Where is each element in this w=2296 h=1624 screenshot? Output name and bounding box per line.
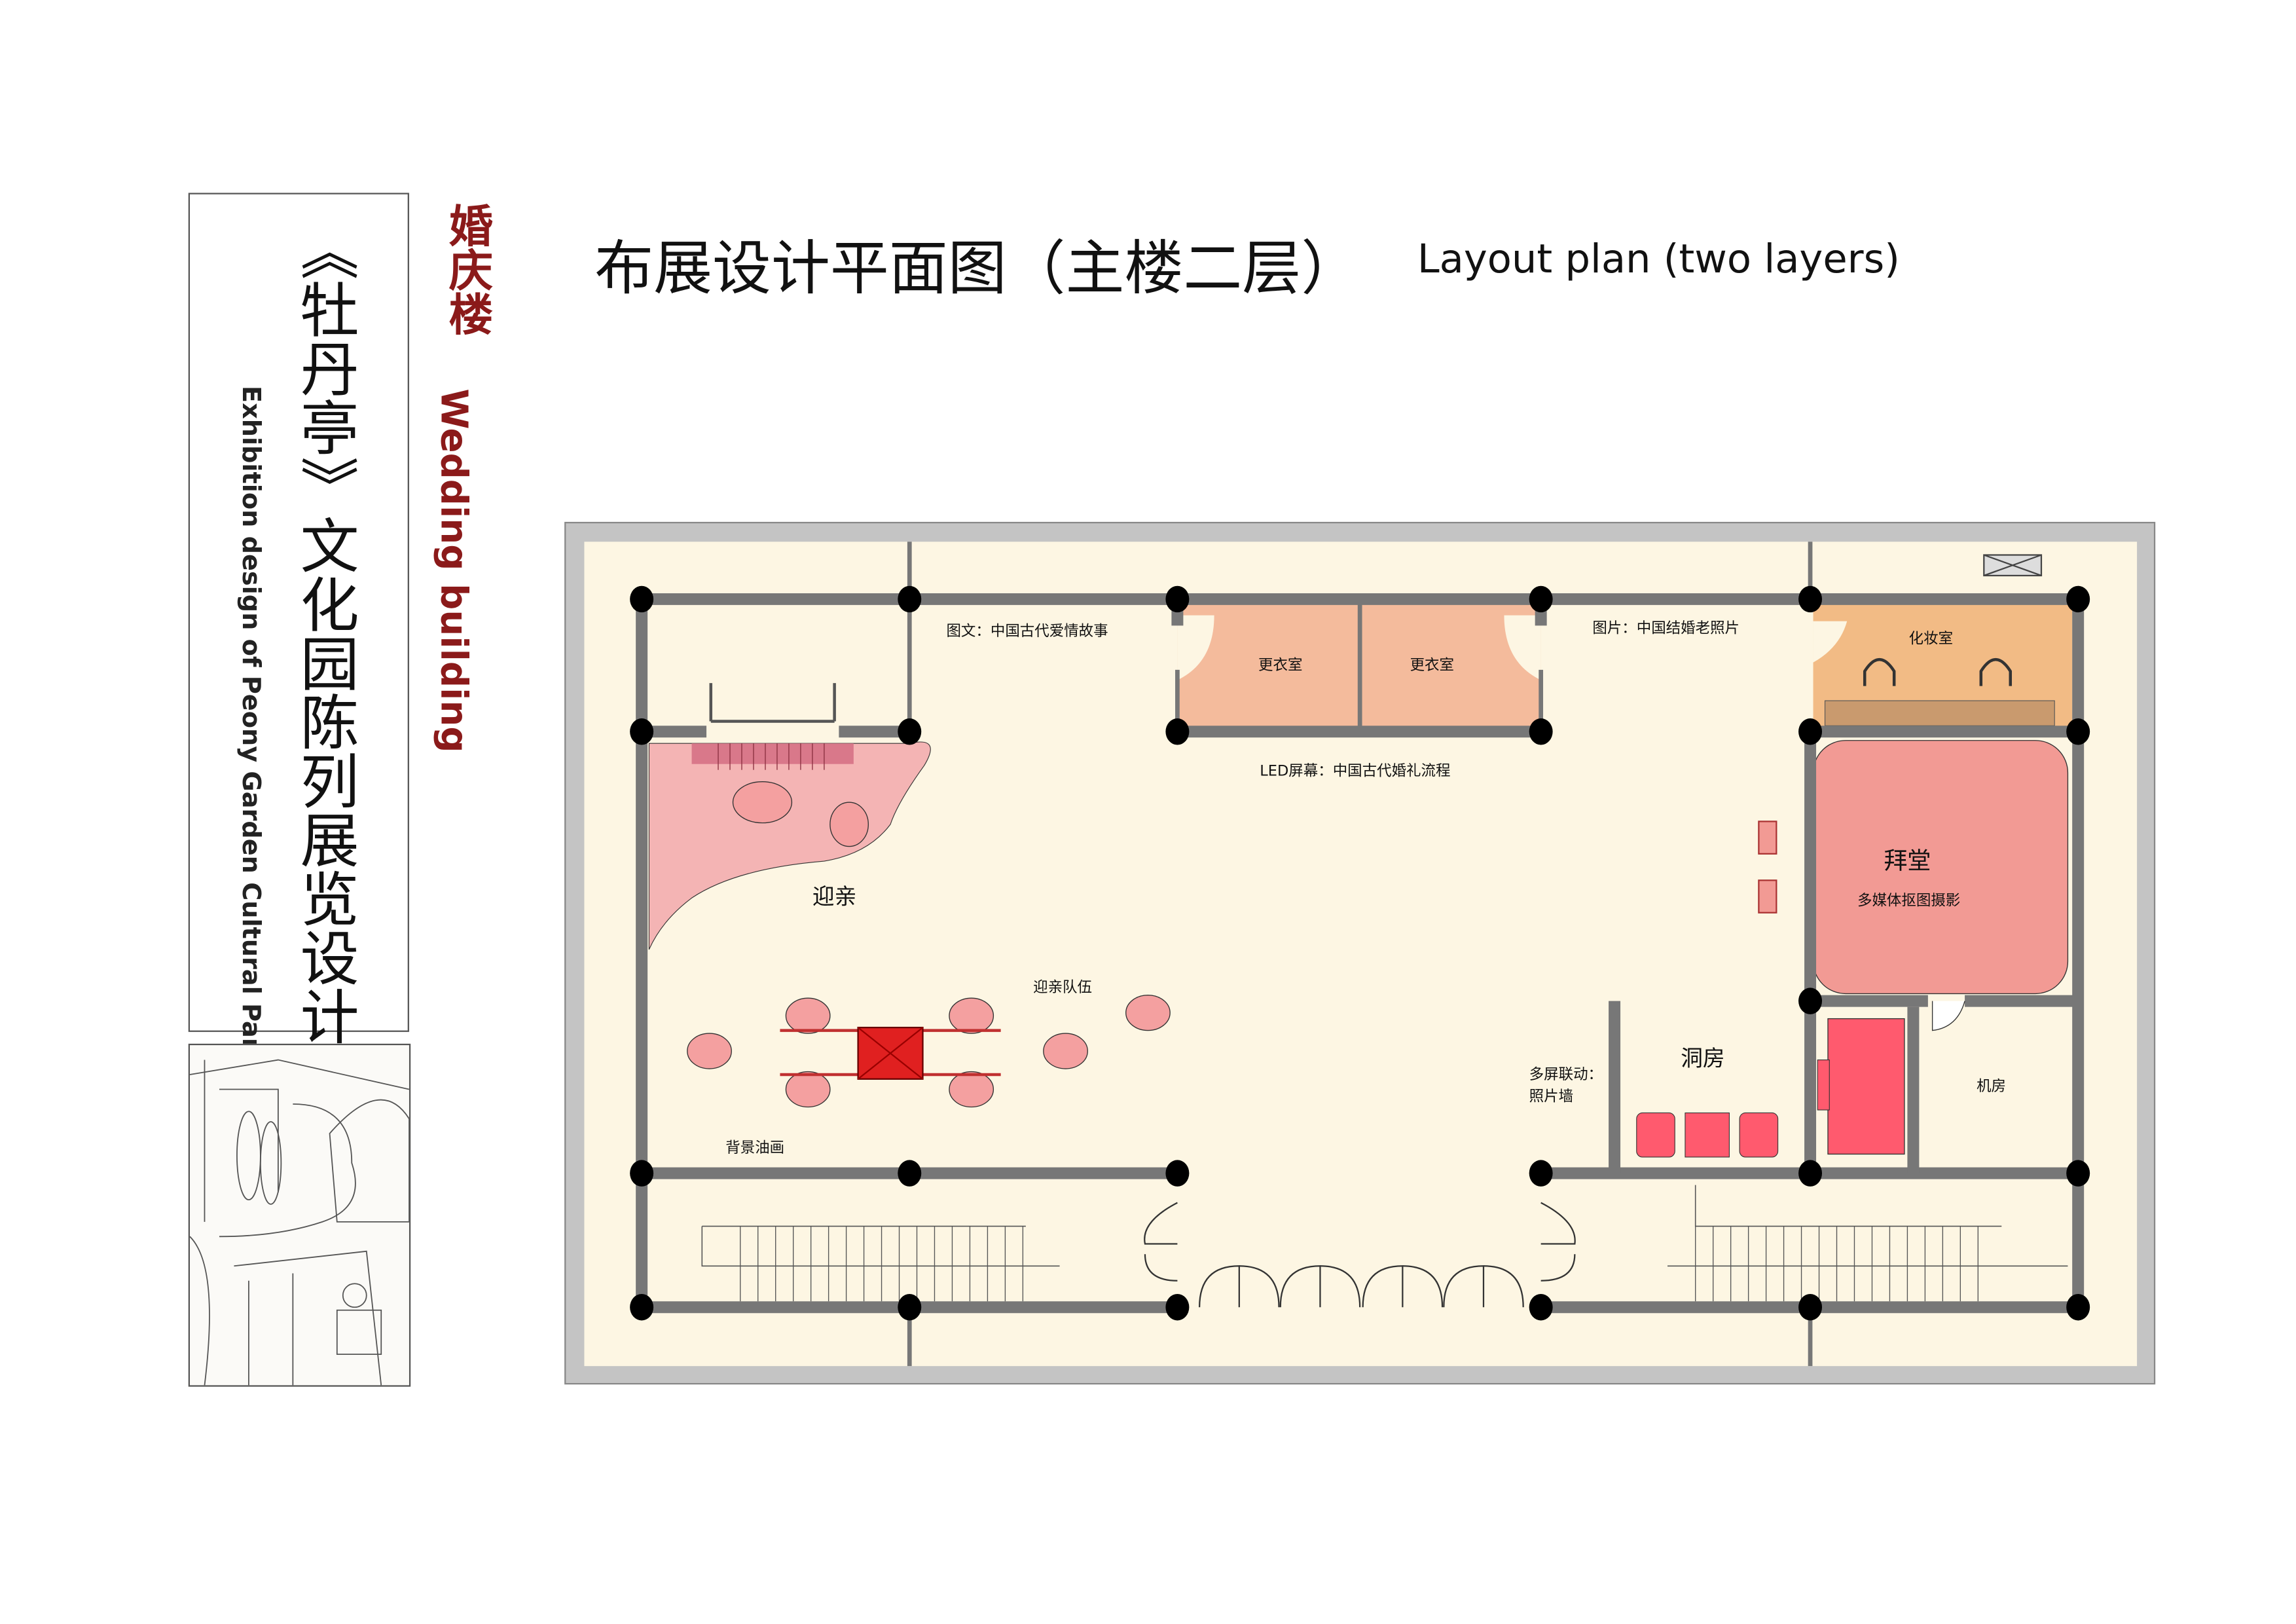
label-worship-hall: 拜堂 xyxy=(1884,847,1931,874)
illustration-drawing xyxy=(189,1059,410,1386)
label-welcome-bride: 迎亲 xyxy=(812,883,856,909)
column xyxy=(1798,585,1823,613)
columns xyxy=(630,585,2090,1321)
label-photo-wall: 照片墙 xyxy=(1529,1088,1573,1105)
stairs xyxy=(701,1185,2068,1267)
column xyxy=(630,585,654,613)
column xyxy=(630,1293,654,1321)
column xyxy=(630,718,654,745)
worship-hall xyxy=(1812,740,2069,995)
label-makeup-room: 化妆室 xyxy=(1909,630,1953,647)
column xyxy=(1529,1293,1553,1321)
column xyxy=(1165,718,1190,745)
column xyxy=(1798,1293,1823,1321)
series-title-panel xyxy=(188,193,409,1032)
column xyxy=(1529,585,1553,613)
column xyxy=(1798,718,1823,745)
label-procession: 迎亲队伍 xyxy=(1033,979,1092,996)
label-bridal-chamber: 洞房 xyxy=(1681,1046,1724,1071)
column xyxy=(1529,718,1553,745)
column xyxy=(1798,987,1823,1014)
column xyxy=(1798,1160,1823,1187)
column xyxy=(1165,1293,1190,1321)
peony-pavilion-illustration xyxy=(188,1043,411,1387)
label-dressing-room-1: 更衣室 xyxy=(1258,657,1302,674)
column xyxy=(2066,1160,2090,1187)
column xyxy=(898,1293,922,1321)
building-name-cn: 婚庆楼 xyxy=(440,203,492,336)
column xyxy=(1165,1160,1190,1187)
figure-group xyxy=(687,781,1171,1108)
building-name-en: Wedding building xyxy=(432,388,476,753)
column xyxy=(630,1160,654,1187)
column xyxy=(2066,585,2090,613)
welcome-area xyxy=(648,741,931,950)
label-machine-room: 机房 xyxy=(1977,1078,2006,1095)
label-graphic-text: 图文：中国古代爱情故事 xyxy=(946,623,1108,640)
label-photos: 图片：中国结婚老照片 xyxy=(1592,620,1740,637)
bridal-bed xyxy=(1827,1018,1905,1155)
column xyxy=(2066,718,2090,745)
series-subtitle: Exhibition design of Peony Garden Cultur… xyxy=(235,385,265,1067)
page-title-cn: 布展设计平面图（主楼二层） xyxy=(594,235,1360,304)
column xyxy=(898,718,922,745)
column xyxy=(898,585,922,613)
entrance-doors xyxy=(1144,1202,1576,1308)
label-oil-painting: 背景油画 xyxy=(725,1139,784,1156)
label-multi-screen: 多屏联动： xyxy=(1529,1066,1603,1083)
label-dressing-room-2: 更衣室 xyxy=(1410,657,1454,674)
label-worship-hall-sub: 多媒体抠图摄影 xyxy=(1857,893,1960,910)
page-title-en: Layout plan (two layers) xyxy=(1417,236,1900,283)
series-title: 《牡丹亭》文化园陈列展览设计 xyxy=(289,221,358,1046)
column xyxy=(898,1160,922,1187)
label-led-screen: LED屏幕：中国古代婚礼流程 xyxy=(1260,763,1450,780)
column xyxy=(1529,1160,1553,1187)
column xyxy=(1165,585,1190,613)
column xyxy=(2066,1293,2090,1321)
